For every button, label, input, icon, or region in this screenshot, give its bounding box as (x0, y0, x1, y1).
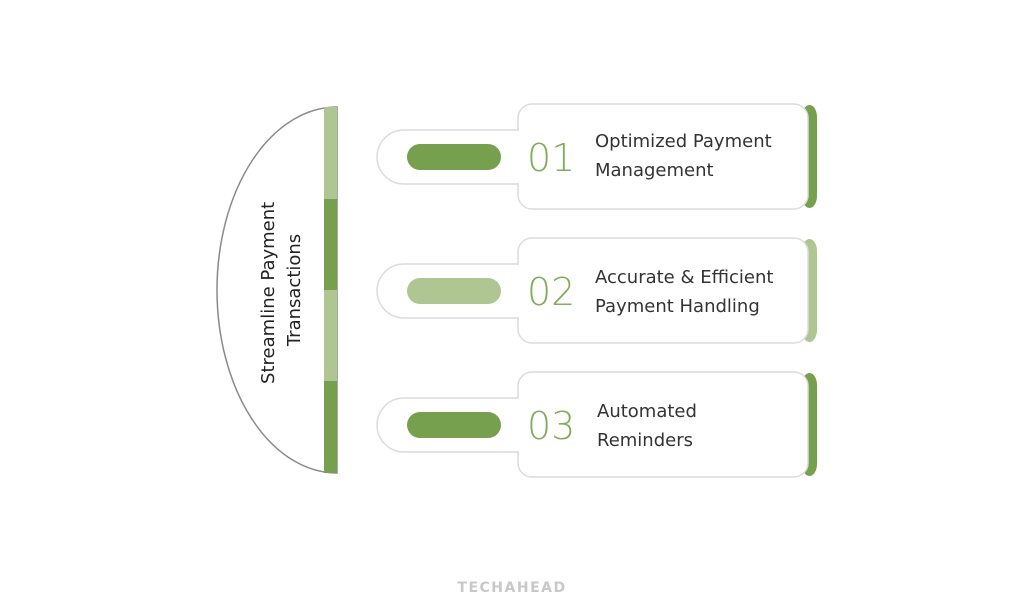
semicircle-bar-segment-3 (324, 290, 337, 381)
card-02: 02 Accurate & Efficient Payment Handling (376, 237, 817, 344)
card-01-text-line-1: Optimized Payment (595, 131, 772, 152)
semicircle-title: Streamline Payment Transactions (258, 196, 305, 384)
card-03-text: Automated Reminders (597, 401, 703, 451)
card-01-text-line-2: Management (595, 160, 714, 181)
card-03-number: 03 (527, 404, 575, 448)
card-02-text-line-2: Payment Handling (595, 296, 760, 317)
card-02-text: Accurate & Efficient Payment Handling (595, 267, 779, 317)
semicircle-bar-segment-4 (324, 381, 337, 473)
semicircle-bar-segment-2 (324, 199, 337, 290)
semicircle-group: Streamline Payment Transactions (216, 106, 338, 474)
card-03-text-line-1: Automated (597, 401, 697, 422)
card-01: 01 Optimized Payment Management (376, 103, 817, 210)
semicircle-bar-segment-1 (324, 107, 337, 199)
card-03-pill (407, 412, 501, 438)
card-02-tab-cover (512, 265, 520, 317)
card-01-pill (407, 144, 501, 170)
card-02-text-line-1: Accurate & Efficient (595, 267, 773, 288)
card-02-number: 02 (527, 270, 575, 314)
semicircle-outline (216, 106, 338, 474)
card-01-number: 01 (527, 136, 575, 180)
card-03-text-line-2: Reminders (597, 430, 693, 451)
card-03: 03 Automated Reminders (376, 371, 817, 478)
watermark-logo: TECHAHEAD (457, 580, 566, 596)
card-02-pill (407, 278, 501, 304)
card-01-text: Optimized Payment Management (595, 131, 777, 181)
semicircle-title-line-1: Streamline Payment (258, 202, 279, 384)
semicircle-title-line-2: Transactions (284, 234, 305, 347)
card-01-tab-cover (512, 131, 520, 183)
card-03-tab-cover (512, 399, 520, 451)
